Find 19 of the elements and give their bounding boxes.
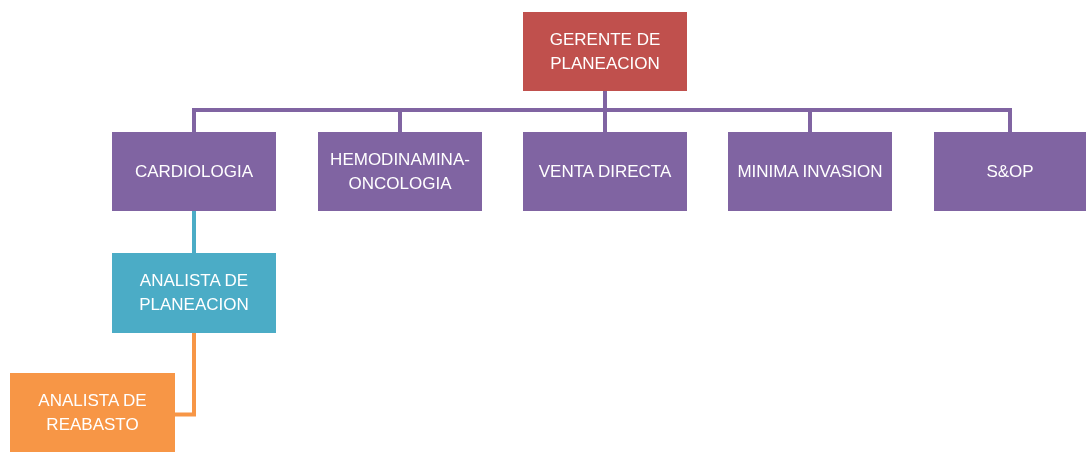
box-label: CARDIOLOGIA xyxy=(134,160,254,183)
box-label: ANALISTA DE PLANEACION xyxy=(138,270,250,316)
org-box xyxy=(318,132,482,211)
org-box xyxy=(728,132,892,211)
org-box xyxy=(934,132,1086,211)
box-label: GERENTE DE PLANEACION xyxy=(548,28,662,75)
box-label: S&OP xyxy=(986,160,1034,183)
connector-line xyxy=(175,333,196,417)
box-label: VENTA DIRECTA xyxy=(538,160,672,183)
box-label: MINIMA INVASION xyxy=(737,160,883,183)
org-box xyxy=(523,132,687,211)
org-box xyxy=(112,253,276,333)
org-box xyxy=(10,373,175,452)
connector-line xyxy=(603,91,1012,132)
connector-line xyxy=(192,211,196,253)
org-box xyxy=(523,12,687,91)
org-box xyxy=(112,132,276,211)
box-label: HEMODINAMINA-ONCOLOGIA xyxy=(329,148,471,195)
box-label: ANALISTA DE REABASTO xyxy=(37,389,148,436)
